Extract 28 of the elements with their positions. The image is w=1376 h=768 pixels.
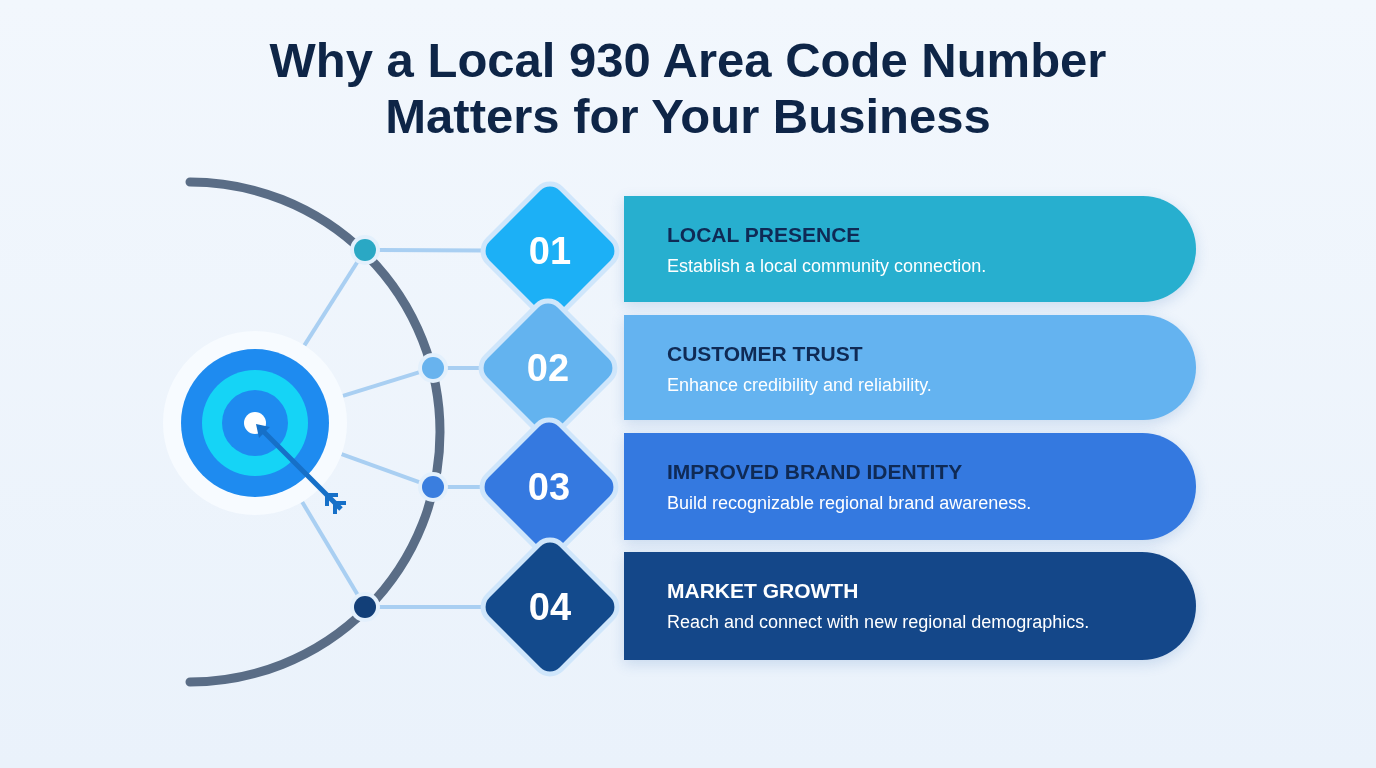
connector-line xyxy=(447,366,482,370)
step-number: 01 xyxy=(528,232,572,270)
step-bar xyxy=(624,196,1196,302)
connector-dot xyxy=(350,235,380,265)
connector-line xyxy=(342,370,421,398)
step-description: Establish a local community connection. xyxy=(667,255,987,278)
step-description: Enhance credibility and reliability. xyxy=(667,374,932,397)
step-number: 04 xyxy=(528,588,572,626)
connector-line xyxy=(302,260,360,347)
step-bar xyxy=(624,315,1196,420)
step-heading: IMPROVED BRAND IDENTITY xyxy=(667,459,963,485)
connector-line xyxy=(447,485,483,489)
connector-line xyxy=(300,500,360,597)
step-bar xyxy=(624,433,1196,540)
connector-line xyxy=(379,605,484,609)
step-number: 03 xyxy=(527,468,571,506)
step-description: Build recognizable regional brand awareness. xyxy=(667,492,1032,515)
connector-dot xyxy=(350,592,380,622)
step-number: 02 xyxy=(526,349,570,387)
step-heading: MARKET GROWTH xyxy=(667,578,859,604)
step-description: Reach and connect with new regional demographics. xyxy=(667,611,1090,634)
connector-dot xyxy=(418,353,448,383)
title: Why a Local 930 Area Code Number Matters for Your Business xyxy=(268,32,1108,144)
step-heading: LOCAL PRESENCE xyxy=(667,222,861,248)
connector-dot xyxy=(418,472,448,502)
step-bar xyxy=(624,552,1196,660)
step-heading: CUSTOMER TRUST xyxy=(667,341,863,367)
connector-line xyxy=(340,452,421,485)
